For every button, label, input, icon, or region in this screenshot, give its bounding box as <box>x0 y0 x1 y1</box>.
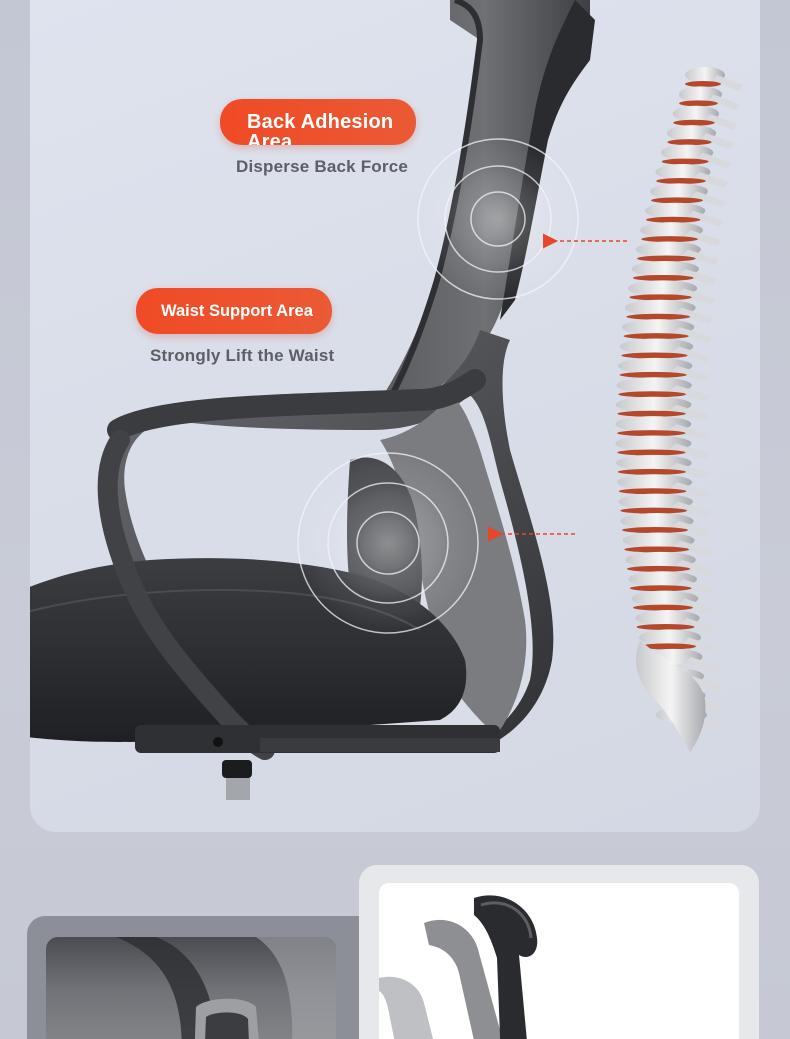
spinal-disc <box>636 624 695 631</box>
spinous-process <box>674 307 714 324</box>
spinal-disc <box>621 352 688 359</box>
spinal-disc <box>641 236 698 243</box>
spinal-disc <box>617 449 686 456</box>
spinal-disc <box>651 197 703 204</box>
spinal-disc <box>637 255 696 262</box>
spinous-process <box>668 443 710 460</box>
spinous-process <box>674 559 714 576</box>
back-adhesion-caption: Disperse Back Force <box>236 157 408 176</box>
spinal-disc <box>618 488 687 495</box>
spinous-process <box>684 230 722 247</box>
waist-focus-rings <box>297 452 479 634</box>
spinal-disc <box>640 643 696 650</box>
spinal-disc <box>617 430 686 437</box>
spinal-disc <box>633 604 693 611</box>
spinal-disc <box>623 333 689 340</box>
spinal-disc <box>624 546 690 553</box>
spinous-process <box>693 171 729 188</box>
spinous-process <box>676 288 716 305</box>
hero-panel: Back Adhesion Area Disperse Back Force W… <box>30 0 760 832</box>
spinal-disc <box>626 565 691 572</box>
thumbnail-headrest-adjust[interactable] <box>359 865 759 1039</box>
spinous-process <box>671 346 712 363</box>
chair-illustration <box>30 0 743 800</box>
spinous-process <box>668 424 710 441</box>
spinous-process <box>713 75 743 91</box>
spinous-process <box>676 579 715 596</box>
spinal-disc <box>620 507 688 514</box>
back-adhesion-label: Back Adhesion Area <box>247 111 394 145</box>
spinous-process <box>672 327 713 344</box>
spinous-process <box>673 540 713 557</box>
spinal-disc <box>673 119 715 126</box>
spinous-process <box>678 268 717 285</box>
spinous-process <box>681 249 719 266</box>
headrest-adjust-image <box>379 883 739 1039</box>
spinous-process <box>697 152 732 169</box>
spinous-process <box>684 656 721 673</box>
spinal-disc <box>626 313 691 320</box>
back-focus-rings <box>417 138 579 300</box>
spinal-disc <box>619 371 687 378</box>
spinous-process <box>680 618 718 635</box>
spinal-disc <box>667 139 712 146</box>
spinal-disc <box>629 294 692 301</box>
spinous-process <box>687 210 724 227</box>
spinous-process <box>668 404 710 421</box>
back-adhesion-badge: Back Adhesion Area <box>220 99 416 145</box>
spinous-process <box>686 676 723 693</box>
spinous-process <box>709 94 740 111</box>
spinous-process <box>669 385 710 402</box>
spinal-disc <box>629 585 692 592</box>
spinal-disc <box>661 158 709 165</box>
spinous-process <box>678 598 717 615</box>
spine-illustration <box>615 67 743 752</box>
spinal-disc <box>618 391 687 398</box>
spinal-disc <box>633 274 694 281</box>
spinal-disc <box>646 216 701 223</box>
waist-support-badge: Waist Support Area <box>136 288 332 334</box>
spinous-process <box>671 521 712 538</box>
spinal-disc <box>617 410 686 417</box>
spinous-process <box>682 637 720 654</box>
spinous-process <box>670 365 711 382</box>
spinal-disc <box>685 81 721 87</box>
spinous-process <box>701 133 735 150</box>
spinous-process <box>670 501 711 518</box>
spinous-process <box>690 191 726 208</box>
sacrum <box>635 640 706 752</box>
armrest <box>107 369 486 441</box>
spinal-disc <box>656 177 706 184</box>
spinal-disc <box>679 100 718 107</box>
thumbnail-armrest-closeup[interactable] <box>27 916 362 1039</box>
chair-base <box>135 725 500 800</box>
spinal-disc <box>617 468 686 475</box>
armrest-closeup-image <box>46 937 336 1039</box>
spinal-disc <box>622 527 688 534</box>
waist-support-caption: Strongly Lift the Waist <box>150 346 335 365</box>
spinous-process <box>669 482 711 499</box>
spinous-process <box>705 113 738 130</box>
spinous-process <box>668 462 710 479</box>
